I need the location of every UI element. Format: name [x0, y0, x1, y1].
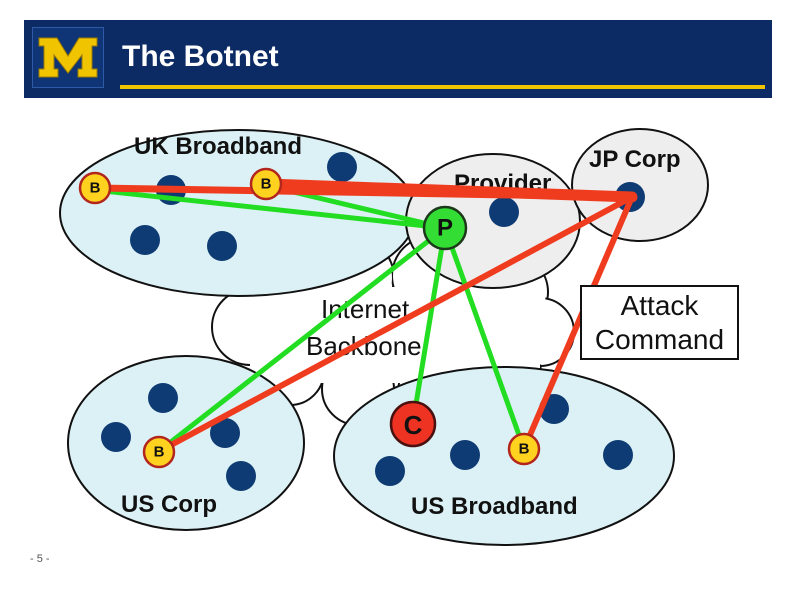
- host-dot: [101, 422, 131, 452]
- svg-text:B: B: [154, 444, 165, 461]
- region-label-us-broadband: US Broadband: [411, 493, 578, 520]
- page-number: - 5 -: [30, 553, 50, 565]
- svg-text:B: B: [261, 176, 272, 193]
- host-dot: [148, 383, 178, 413]
- slide-header: The Botnet: [24, 20, 772, 98]
- header-divider: [120, 85, 765, 89]
- host-dot: [603, 440, 633, 470]
- block-m-logo: [38, 37, 98, 78]
- bot-node-uk-1: B: [78, 171, 112, 205]
- host-dot: [226, 461, 256, 491]
- host-dot: [489, 197, 519, 227]
- attack-link: [262, 178, 638, 203]
- region-label-us-corp: US Corp: [121, 491, 217, 518]
- university-logo: [32, 27, 104, 88]
- svg-text:C: C: [404, 410, 423, 440]
- host-dot: [450, 440, 480, 470]
- control-link: [92, 187, 448, 231]
- attack-link: [521, 194, 635, 452]
- attack-command-callout: Attack Command: [580, 285, 739, 360]
- control-link: [412, 225, 448, 413]
- attack-links: [91, 178, 638, 455]
- host-dot: [375, 456, 405, 486]
- control-link: [155, 225, 448, 455]
- callout-line1: Attack: [620, 290, 699, 321]
- svg-text:P: P: [437, 215, 453, 242]
- slide-title: The Botnet: [122, 40, 279, 73]
- bot-node-uk-2: B: [249, 167, 283, 201]
- svg-text:B: B: [519, 441, 530, 458]
- bot-node-us-broadband: B: [507, 432, 541, 466]
- bot-node-us-corp: B: [142, 435, 176, 469]
- cloud-label-line2: Backbone: [306, 331, 422, 361]
- host-dot: [210, 418, 240, 448]
- host-dot: [130, 225, 160, 255]
- host-dot: [207, 231, 237, 261]
- cloud-label-line1: Internet: [321, 294, 410, 324]
- region-label-jp-corp: JP Corp: [589, 146, 681, 173]
- callout-line2: Command: [594, 324, 725, 355]
- svg-text:B: B: [90, 180, 101, 197]
- attack-link: [155, 194, 635, 455]
- control-link: [442, 225, 527, 452]
- region-label-uk-broadband: UK Broadband: [134, 133, 302, 160]
- provider-node: P: [422, 205, 468, 251]
- controller-node: C: [389, 400, 437, 448]
- host-dot: [327, 152, 357, 182]
- host-dots: [101, 152, 645, 491]
